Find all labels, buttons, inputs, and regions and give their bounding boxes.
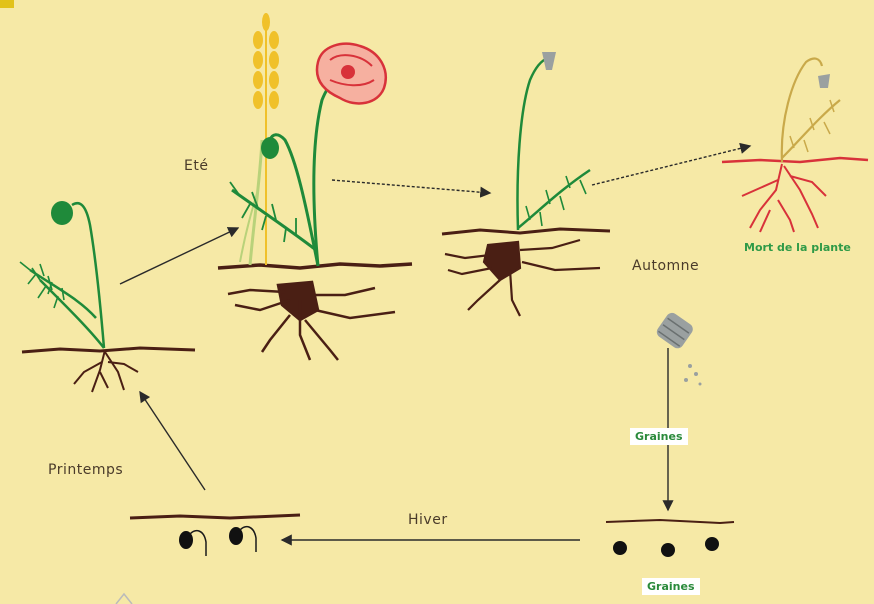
arrow-autumn-to-dead: [592, 146, 750, 185]
summer-bud: [261, 137, 279, 159]
cycle-arrows: [120, 146, 750, 540]
dead-plant: [722, 59, 868, 232]
summer-roots: [228, 282, 395, 360]
summer-stem: [232, 77, 345, 266]
arrow-summer-to-autumn: [332, 180, 490, 193]
label-hiver: Hiver: [408, 512, 448, 528]
seed-icon: [613, 537, 719, 557]
summer-plant: [218, 13, 412, 360]
falling-seeds: [655, 311, 702, 386]
label-printemps: Printemps: [48, 462, 123, 478]
label-mort: Mort de la plante: [744, 241, 851, 254]
spring-leaves: [20, 262, 64, 308]
seedling-icon: [51, 201, 73, 225]
label-automne: Automne: [632, 258, 699, 274]
seed-pod-icon-large: [655, 311, 696, 351]
label-graines-top: Graines: [630, 428, 688, 445]
dead-stem: [782, 59, 840, 162]
arrow-spring-to-summer: [120, 228, 238, 284]
dead-roots: [742, 164, 826, 232]
arrow-winter-to-spring: [140, 392, 205, 490]
seed-icon: [179, 527, 243, 549]
label-ete: Eté: [184, 158, 208, 174]
spring-plant: [20, 201, 195, 392]
spring-roots: [74, 350, 138, 392]
seeds-in-soil: [606, 520, 734, 557]
label-graines-bottom: Graines: [642, 578, 700, 595]
winter-seedlings: [130, 515, 300, 556]
dead-pod-icon: [818, 74, 830, 88]
autumn-leaves: [526, 176, 586, 226]
bottom-tip-marker: [116, 594, 132, 604]
autumn-stem: [518, 58, 591, 230]
seed-pod-icon: [542, 52, 556, 70]
autumn-roots: [445, 240, 600, 316]
autumn-plant: [442, 52, 610, 316]
spring-stem: [30, 203, 104, 348]
poppy-flower-icon: [317, 44, 386, 104]
